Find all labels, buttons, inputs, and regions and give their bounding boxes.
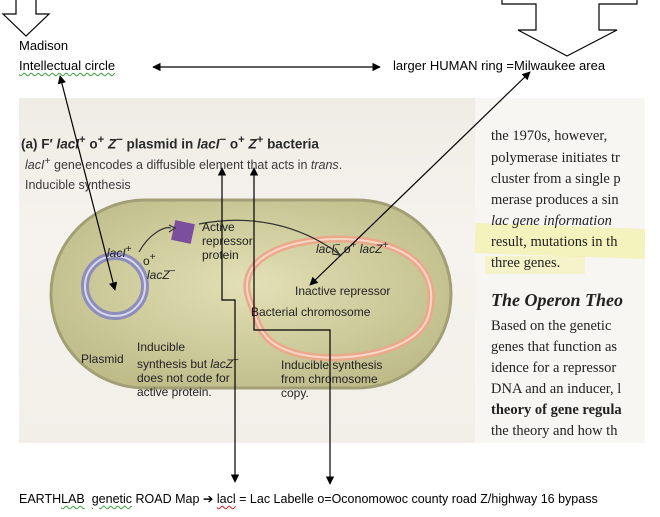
milwaukee-ring-label: larger HUMAN ring =Milwaukee area — [393, 58, 606, 73]
operon-theory-heading: The Operon Theo — [491, 290, 623, 310]
plasmid-lacZ-label: lacZ− — [147, 266, 176, 282]
active-repressor-icon — [171, 220, 195, 244]
book-line-12: theory of gene regula — [491, 402, 622, 418]
book-line-10: idence for a repressor — [491, 360, 617, 376]
book-line-9: genes that function as — [491, 339, 618, 355]
plasmid-o-label: o+ — [143, 252, 156, 268]
intellectual-circle-label: Intellectual circle — [19, 58, 116, 73]
top-right-hollow-arrow — [501, 0, 638, 57]
right-arrow-icon: ➔ — [202, 492, 214, 506]
arrow-lacI-road — [217, 167, 240, 483]
arrow-o-road — [249, 167, 335, 485]
arrow-madison-plasmid — [57, 75, 118, 291]
book-line-11: DNA and an inducer, l — [491, 381, 622, 397]
madison-label: Madison — [19, 38, 69, 53]
bottom-road-map-line: EARTHLAB genetic ROAD Map ➔ lacl = Lac L… — [19, 492, 598, 506]
arrow-milwaukee-chromosome — [309, 71, 531, 286]
plasmid-label: Plasmid — [81, 352, 124, 366]
top-left-hollow-arrow — [1, 0, 51, 37]
book-line-8: Based on the genetic — [491, 318, 612, 334]
book-line-13: the theory and how th — [491, 423, 618, 439]
